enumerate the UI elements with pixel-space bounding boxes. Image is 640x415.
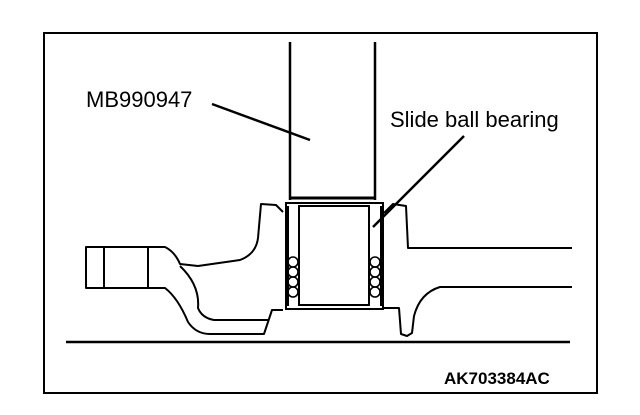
bearing-leader-line xyxy=(372,135,465,228)
figure-code: AK703384AC xyxy=(444,369,550,388)
tool-leader-line xyxy=(211,102,311,142)
bearing-label: Slide ball bearing xyxy=(390,107,559,132)
housing-body xyxy=(85,203,572,337)
special-tool xyxy=(288,42,377,200)
outer-border xyxy=(43,32,598,394)
slide-ball-bearing xyxy=(285,202,384,310)
tool-label: MB990947 xyxy=(86,87,192,112)
